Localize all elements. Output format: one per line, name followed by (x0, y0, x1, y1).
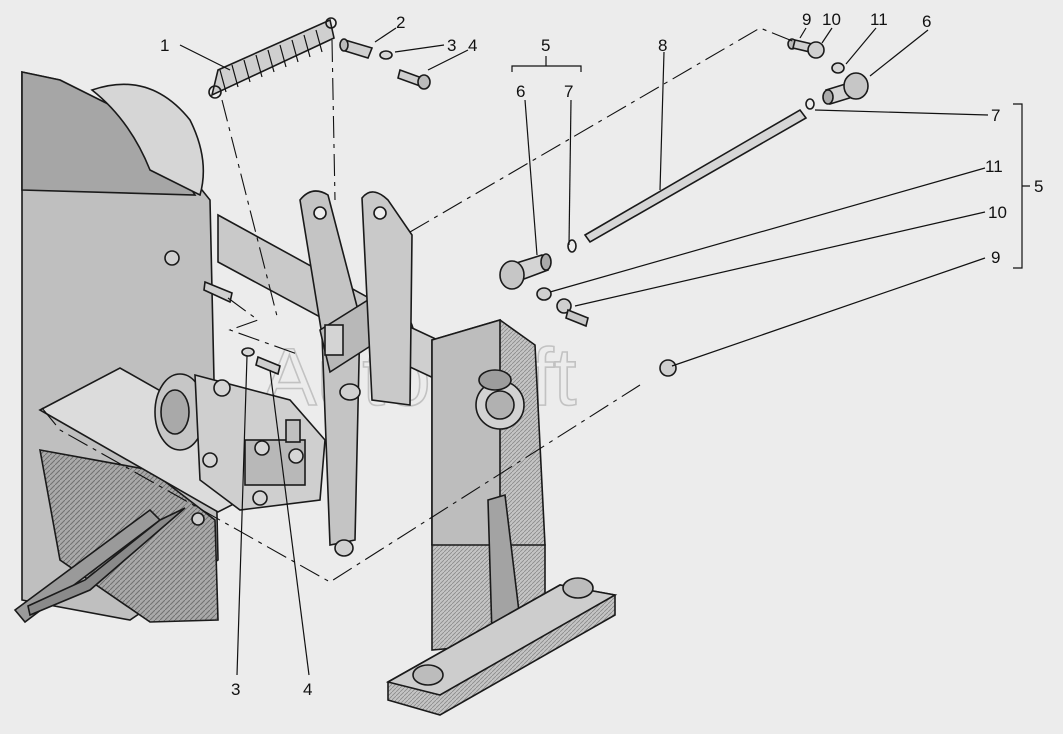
callout-ball-tr: 10 (822, 10, 841, 29)
callout-washer-bottom: 3 (231, 680, 240, 699)
spring (208, 17, 337, 99)
callout-group-right: 5 (1034, 177, 1043, 196)
balljoint-left (499, 253, 552, 290)
ball-pin-right (556, 298, 589, 328)
balljoint-tr (822, 72, 869, 106)
callout-pin-top: 2 (396, 13, 405, 32)
housing (13, 71, 219, 624)
rod (583, 108, 808, 244)
clip-right (805, 98, 815, 110)
valve-assembly (27, 373, 326, 617)
callout-nut-right: 9 (991, 248, 1000, 267)
callout-washer-right: 11 (985, 157, 1003, 176)
nut-right (659, 359, 677, 377)
callout-ball-right: 10 (988, 203, 1007, 222)
callout-clip-left: 7 (564, 82, 573, 101)
callout-bolt-bottom: 4 (303, 680, 312, 699)
base-foot (385, 577, 618, 716)
lever-arm (299, 190, 373, 557)
callout-spring: 1 (160, 36, 169, 55)
washer-bottom (241, 347, 255, 357)
bolt-tr (787, 38, 813, 53)
washer-tr (831, 62, 845, 74)
clip-left (567, 239, 577, 253)
leader-lines (179, 27, 1030, 676)
bolt-top (397, 68, 431, 90)
callout-group-left: 5 (541, 36, 550, 55)
pin-top (339, 38, 374, 59)
callout-balljoint-left: 6 (516, 82, 525, 101)
callout-bolt-tr: 9 (802, 10, 811, 29)
callout-clip-right: 7 (991, 106, 1000, 125)
bracket-column (361, 191, 546, 651)
assembly-lines (41, 27, 796, 583)
callout-washer-tr: 11 (870, 10, 888, 29)
callout-rod: 8 (658, 36, 667, 55)
callout-balljoint-tr: 6 (922, 12, 931, 31)
callout-washer-top: 3 (447, 36, 456, 55)
callout-bolt-top: 4 (468, 36, 477, 55)
callout-labels: 1 2 3 4 5 6 7 8 9 10 11 6 7 11 10 9 5 3 … (160, 10, 1043, 699)
pin-lower (203, 280, 233, 304)
washer-top (379, 50, 393, 60)
ball-tr (807, 41, 825, 59)
washer-right-small (536, 287, 552, 301)
bolt-bottom (255, 355, 281, 376)
